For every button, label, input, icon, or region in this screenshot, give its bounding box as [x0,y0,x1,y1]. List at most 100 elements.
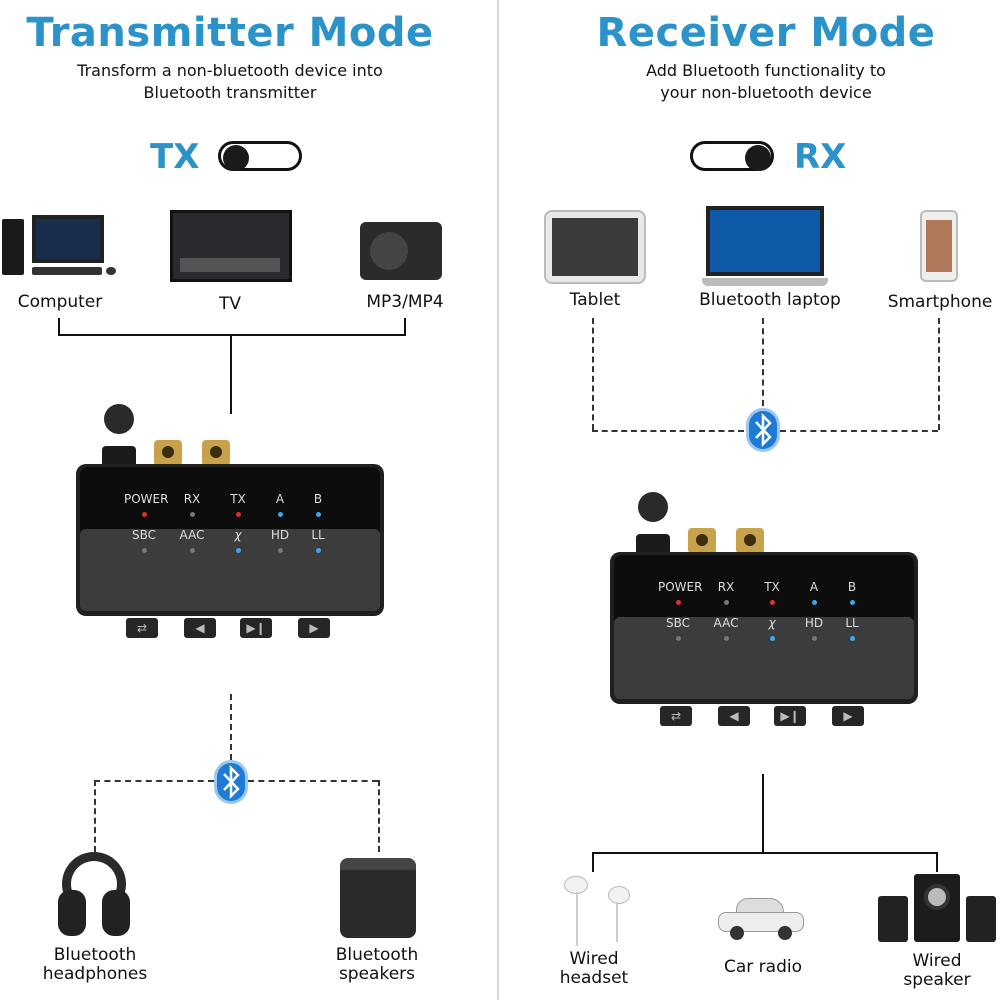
led-label: POWER [124,492,169,506]
connector-line [230,334,232,414]
led-label: A [275,492,285,506]
transmitter-subtitle: Transform a non-bluetooth device into Bl… [20,60,440,104]
led-dot [142,548,147,553]
connector-line [762,774,764,854]
led-dot [316,548,321,553]
tx-label: TX [150,137,200,177]
dashed-connector [94,780,96,852]
led-label: AAC [179,528,205,542]
next-button: ▶ [298,618,330,638]
led-label: SBC [131,528,157,542]
center-divider [497,0,499,1000]
led-dot [850,636,855,641]
source-label-mp3: MP3/MP4 [366,292,444,312]
led-dot [850,600,855,605]
tablet-icon [544,210,646,284]
connector-line [592,852,594,872]
wired-speaker-icon [878,874,996,944]
output-label-line1: Wired [912,951,962,971]
led-label: LL [311,528,325,542]
output-label-line2: speaker [903,970,971,990]
led-dot [278,512,283,517]
source-label-laptop: Bluetooth laptop [699,290,841,310]
led-dot [724,636,729,641]
led-label: A [809,580,819,594]
transmitter-device: POWER RX TX A B SBC AAC χ HD LL ⇄ ◀ ▶❙ ▶ [76,404,384,638]
tx-toggle-switch-icon [218,141,302,171]
toggle-knob [223,145,249,171]
led-dot [676,600,681,605]
laptop-icon [702,206,828,286]
bluetooth-icon [746,408,780,452]
source-label-tv: TV [218,294,241,314]
output-label-line1: Car radio [723,957,802,977]
led-dot [236,548,241,553]
computer-icon [2,215,118,277]
output-label-line1: Bluetooth [335,945,419,965]
play-pause-button: ▶❙ [240,618,272,638]
output-label-line2: speakers [338,964,416,984]
output-label-wired-headset: Wired headset [534,950,654,988]
receiver-subtitle: Add Bluetooth functionality to your non-… [556,60,976,104]
led-dot [190,548,195,553]
toggle-knob [745,145,771,171]
dashed-connector [378,780,380,852]
led-label: B [313,492,323,506]
led-dot [812,636,817,641]
output-label-line1: Bluetooth [53,945,137,965]
led-dot [724,600,729,605]
dashed-connector [592,430,744,432]
dashed-connector [230,694,232,760]
dashed-connector [780,430,938,432]
dashed-connector [938,318,940,430]
car-icon [718,898,804,940]
led-label: AAC [713,616,739,630]
receiver-device: POWER RX TX A B SBC AAC χ HD LL ⇄ ◀ ▶❙ ▶ [610,492,918,726]
wired-headset-icon [564,876,630,946]
led-dot [316,512,321,517]
led-label: χ [768,616,776,630]
connector-line [58,318,60,336]
connector-line [58,334,406,336]
connector-line [592,852,938,854]
receiver-title: Receiver Mode [596,10,936,56]
transmitter-subtitle-line2: Bluetooth transmitter [143,83,317,102]
led-label: RX [717,580,735,594]
dashed-connector [248,780,378,782]
bluetooth-glyph [755,412,772,448]
output-label-line2: headphones [42,964,148,984]
led-dot [676,636,681,641]
source-label-tablet: Tablet [569,290,621,310]
receiver-subtitle-line1: Add Bluetooth functionality to [646,61,886,80]
led-label: TX [230,492,246,506]
led-dot [770,600,775,605]
bluetooth-icon [214,760,248,804]
dashed-connector [94,780,214,782]
speaker-icon [340,858,416,938]
led-label: LL [845,616,859,630]
led-label: RX [183,492,201,506]
dashed-connector [762,318,764,406]
play-pause-button: ▶❙ [774,706,806,726]
mp3-player-icon [360,222,442,280]
output-label-headphones: Bluetooth headphones [30,946,160,984]
led-dot [770,636,775,641]
output-label-car-radio: Car radio [700,958,826,977]
led-dot [190,512,195,517]
led-label: χ [234,528,242,542]
previous-button: ◀ [718,706,750,726]
output-label-line1: Wired [569,949,619,969]
source-label-smartphone: Smartphone [887,292,993,312]
dashed-connector [592,318,594,430]
led-dot [142,512,147,517]
headphones-icon [58,852,134,940]
output-label-wired-speaker: Wired speaker [878,952,996,990]
connector-line [404,318,406,336]
next-button: ▶ [832,706,864,726]
led-label: B [847,580,857,594]
bluetooth-glyph [223,764,240,800]
led-label: HD [270,528,290,542]
smartphone-icon [920,210,958,282]
connector-line [936,852,938,872]
mode-button: ⇄ [660,706,692,726]
